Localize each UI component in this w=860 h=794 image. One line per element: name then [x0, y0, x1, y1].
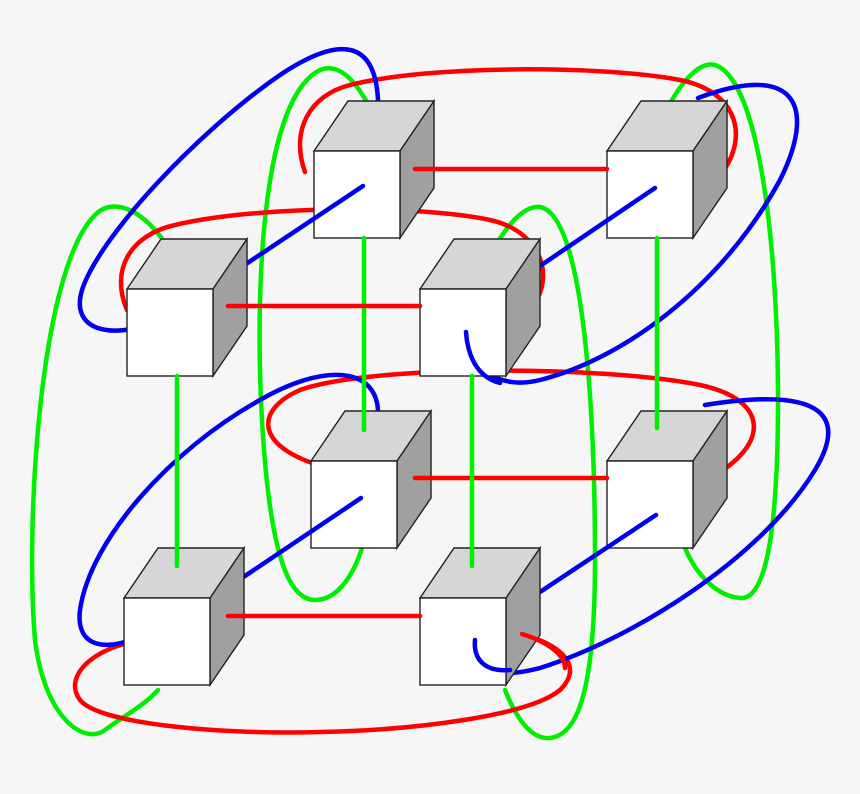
cube-front-face: [419, 288, 507, 377]
x-wrap-loop-front-bottom: [72, 631, 573, 735]
z-wrap-loop-bottom-left: [77, 372, 381, 648]
node-front-bottom-left: [122, 545, 246, 688]
z-wrap-stub-bottom-right: [472, 637, 513, 673]
z-link-bottom-left: [239, 495, 364, 581]
node-back-top-left: [312, 98, 436, 241]
x-wrap-stub-front-bottom: [519, 631, 568, 671]
z-wrap-loop-top-left: [77, 47, 381, 333]
wraparound-loops-back: [29, 47, 831, 741]
z-link-top-left: [240, 183, 366, 269]
y-wrap-loop-back-right: [657, 62, 781, 601]
back-layer-links: [361, 166, 660, 481]
node-front-top-right: [418, 236, 542, 379]
node-back-top-right: [605, 98, 729, 241]
cube-front-face: [313, 150, 401, 239]
back-layer-nodes: [309, 98, 729, 551]
y-wrap-loop-front-mid: [484, 204, 598, 741]
depth-links: [239, 183, 659, 595]
wraparound-stubs-front: [463, 329, 568, 673]
z-link-top-right: [537, 185, 658, 269]
z-wrap-stub-top-right: [463, 329, 503, 386]
cube-front-face: [123, 597, 211, 686]
cube-front-face: [606, 460, 694, 549]
node-back-bottom-right: [605, 408, 729, 551]
cube-front-face: [126, 288, 214, 377]
y-wrap-loop-left-outer: [29, 204, 178, 737]
cube-front-face: [606, 150, 694, 239]
z-wrap-loop-top-right: [463, 82, 800, 385]
y-wrap-loop-back-left: [257, 66, 381, 603]
cube-front-face: [419, 597, 507, 686]
z-link-bottom-right: [537, 512, 659, 595]
x-wrap-loop-back-top: [297, 67, 739, 181]
front-layer-links: [174, 303, 475, 619]
